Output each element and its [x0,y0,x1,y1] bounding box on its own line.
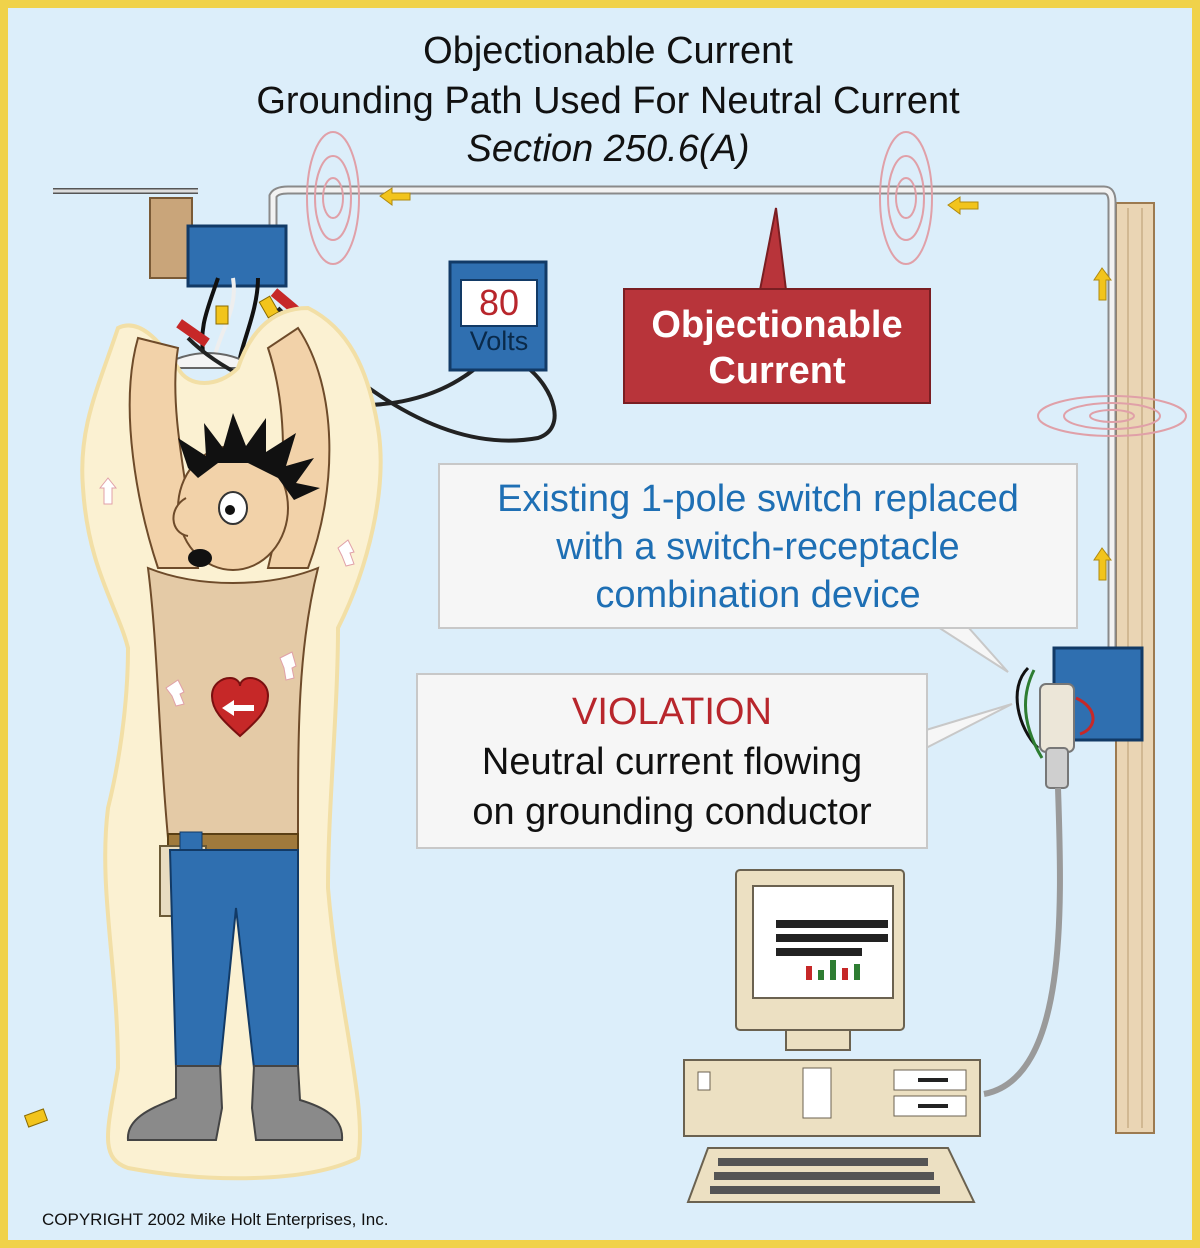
diagram-artwork [23,131,1187,1203]
callout-line: combination device [595,574,921,616]
callout-line: Neutral current flowing [481,741,863,783]
copyright-notice: COPYRIGHT 2002 Mike Holt Enterprises, In… [42,1210,389,1229]
current-arrow [1093,547,1112,581]
meter-unit: Volts [469,326,529,356]
magnetic-field-rings [879,131,933,265]
ceiling-junction-box [186,224,288,288]
person-hair [178,413,320,500]
switch-receptacle-device [1039,683,1075,753]
callout-pointer [758,207,788,291]
violation-heading: VIOLATION [572,691,772,733]
diagram-title: Objectionable Current [423,30,793,72]
callout-line: Existing 1-pole switch replaced [497,478,1019,520]
person-boot [126,1065,224,1141]
callout-line: Objectionable [651,304,903,346]
diagram-subtitle: Grounding Path Used For Neutral Current [256,80,960,122]
ceiling-joist [149,197,193,279]
current-arrow [947,196,979,215]
code-section: Section 250.6(A) [466,128,750,170]
callout-line: with a switch-receptacle [556,526,960,568]
callout-line: Current [708,350,846,392]
callout-line: on grounding conductor [472,791,872,833]
meter-reading: 80 [478,282,520,323]
person-boot [250,1065,344,1141]
current-arrow [1093,267,1112,301]
existing-switch-callout: Existing 1-pole switch replaced with a s… [438,463,1078,629]
plug [1045,747,1069,789]
violation-callout: VIOLATION Neutral current flowing on gro… [416,673,928,849]
current-arrow [379,187,411,206]
magnetic-field-rings [1037,395,1187,437]
objectionable-current-callout: Objectionable Current [623,288,931,404]
magnetic-field-rings [306,131,360,265]
computer-power-cord [983,787,1063,1097]
